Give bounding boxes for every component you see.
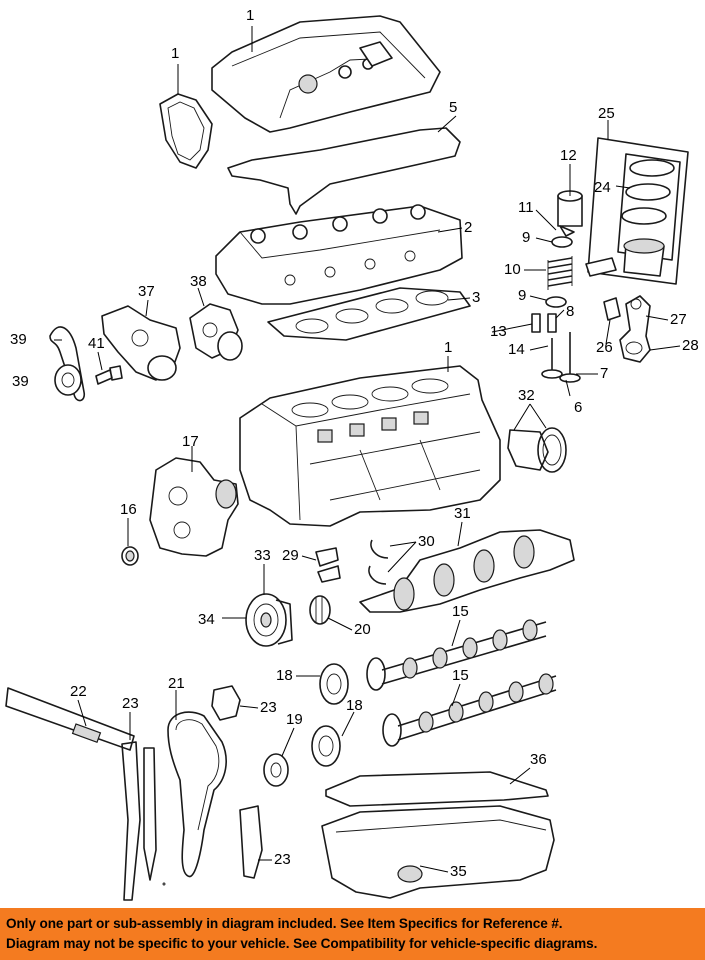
leader-lines	[54, 26, 681, 873]
tensioner-bolt	[95, 365, 123, 385]
rear-main-seal	[507, 427, 567, 473]
callout-9-lower: 9	[518, 287, 526, 304]
callout-31: 31	[454, 505, 471, 522]
callout-29: 29	[282, 547, 299, 564]
callout-8: 8	[566, 303, 574, 320]
callout-32: 32	[518, 387, 535, 404]
callout-23-lower: 23	[274, 851, 291, 868]
disclaimer-line-1: Only one part or sub-assembly in diagram…	[6, 916, 563, 931]
timing-idler	[263, 753, 289, 787]
valve-spring-seat	[545, 296, 567, 308]
callout-23-upper: 23	[122, 695, 139, 712]
chain-guide-left	[121, 741, 141, 901]
connecting-rod	[619, 295, 651, 363]
intake-valve	[541, 338, 563, 379]
valve-spring	[547, 256, 573, 290]
timing-chain	[167, 711, 227, 878]
cylinder-head	[215, 204, 463, 305]
valve-stem-seal	[547, 313, 557, 333]
harmonic-balancer	[245, 593, 293, 647]
valve-keeper	[559, 225, 575, 237]
callout-20: 20	[354, 621, 371, 638]
camshaft-sprocket-upper	[319, 663, 349, 705]
piston-pin	[585, 257, 617, 277]
oil-pan-gasket	[325, 771, 549, 807]
valve-cover-gasket	[227, 127, 461, 215]
callout-23-tensioner: 23	[260, 699, 277, 716]
crankshaft	[359, 529, 575, 613]
callout-5: 5	[449, 99, 457, 116]
oil-pan	[321, 805, 555, 899]
callout-16: 16	[120, 501, 137, 518]
callout-27: 27	[670, 311, 687, 328]
head-gasket	[267, 287, 471, 341]
callout-30: 30	[418, 533, 435, 550]
callout-9-upper: 9	[522, 229, 530, 246]
valve-spring-retainer	[551, 236, 573, 248]
thrust-washers	[368, 539, 389, 585]
callout-11: 11	[518, 199, 534, 216]
callout-12: 12	[560, 147, 577, 164]
callout-13: 13	[490, 323, 507, 340]
valve-lifter	[557, 190, 583, 227]
oil-pump-bracket	[101, 305, 181, 381]
callout-25: 25	[598, 105, 615, 122]
crankshaft-sprocket	[309, 595, 331, 625]
chain-guide-lower	[239, 805, 263, 879]
callout-21: 21	[168, 675, 185, 692]
callout-24: 24	[594, 179, 611, 196]
callout-18-upper: 18	[276, 667, 293, 684]
callout-35: 35	[450, 863, 467, 880]
callout-33: 33	[254, 547, 271, 564]
drive-belt	[49, 326, 86, 402]
camshaft-sprocket-lower	[311, 725, 341, 767]
chain-guide-center	[143, 747, 157, 881]
idler-pulley	[54, 364, 82, 396]
callout-4-cover: 1	[246, 7, 254, 24]
callout-3: 3	[472, 289, 480, 306]
callout-4-gasket: 1	[171, 45, 179, 62]
callout-14: 14	[508, 341, 525, 358]
callout-2: 2	[464, 219, 472, 236]
callout-40: 39	[10, 331, 27, 348]
callout-39: 39	[12, 373, 29, 390]
water-pump	[189, 303, 243, 361]
callout-17: 17	[182, 433, 199, 450]
callout-28: 28	[682, 337, 699, 354]
callout-37: 37	[138, 283, 155, 300]
valve-cover	[211, 15, 441, 133]
rod-bearing	[603, 297, 621, 321]
callout-10: 10	[504, 261, 521, 278]
engine-block	[239, 365, 501, 527]
callout-18-lower: 18	[346, 697, 363, 714]
main-bearings	[315, 547, 341, 583]
callout-7: 7	[600, 365, 608, 382]
callout-15-lower: 15	[452, 667, 469, 684]
callout-15-upper: 15	[452, 603, 469, 620]
chain-guide-rail	[5, 687, 135, 751]
camshaft-exhaust	[382, 673, 557, 747]
callout-19: 19	[286, 711, 303, 728]
callout-22: 22	[70, 683, 87, 700]
callout-36: 36	[530, 751, 547, 768]
timing-cover	[149, 457, 239, 557]
disclaimer-banner: Only one part or sub-assembly in diagram…	[0, 908, 705, 960]
callout-1: 1	[444, 339, 452, 356]
callout-41: 41	[88, 335, 105, 352]
exhaust-valve	[559, 332, 581, 383]
callout-26: 26	[596, 339, 613, 356]
callout-34: 34	[198, 611, 215, 628]
chain-tensioner	[211, 685, 241, 721]
callout-38: 38	[190, 273, 207, 290]
exploded-engine-diagram: 1 1 5 2 3 1 25 12 24 11 9 10 9 13 8 14 7…	[5, 7, 699, 901]
callout-6: 6	[574, 399, 582, 416]
camshaft-intake	[366, 619, 547, 691]
piston-ring-box	[587, 137, 689, 285]
timing-cover-gasket	[159, 93, 213, 169]
disclaimer-line-2: Diagram may not be specific to your vehi…	[6, 936, 598, 951]
valve-guide	[531, 313, 541, 333]
